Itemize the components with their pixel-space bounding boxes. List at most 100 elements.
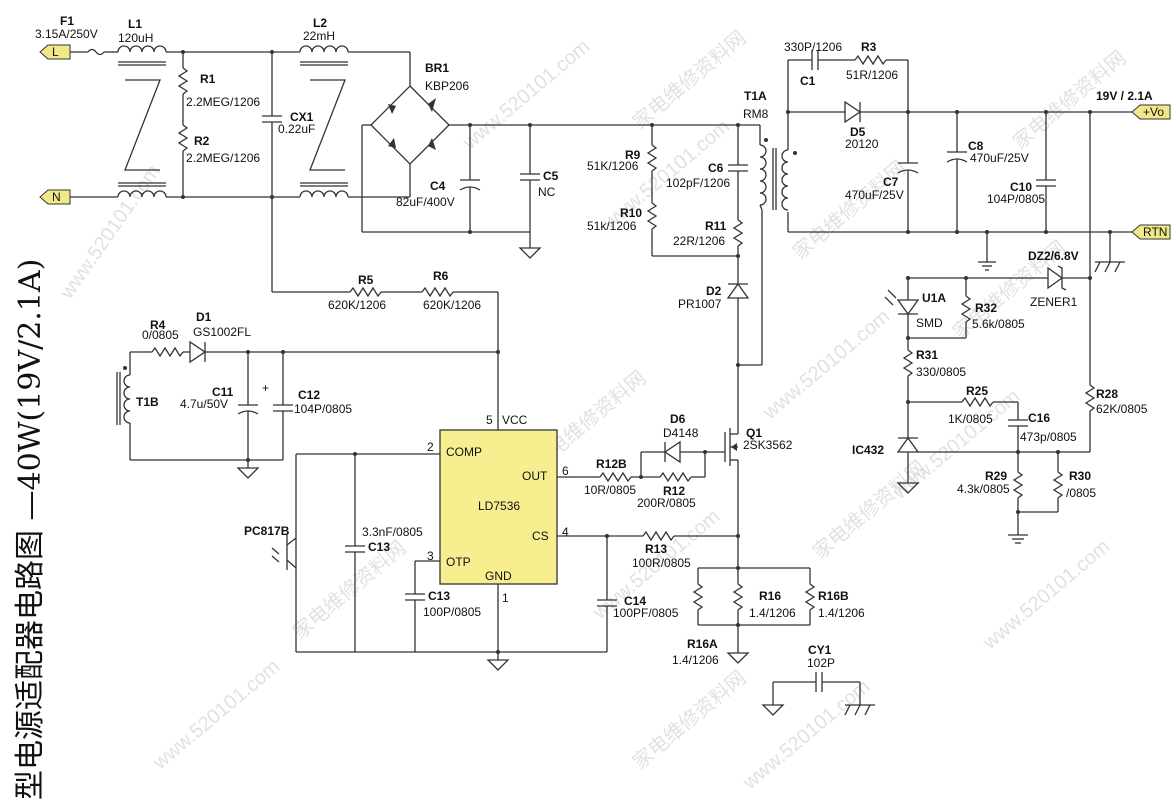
controller-section: LD7536 COMP OTP VCC OUT CS GND 2 3 5 6 4… <box>244 365 875 716</box>
resistor-r4 <box>151 346 184 358</box>
primary-snubber: R9 51K/1206 R10 51k/1206 C6 102pF/1206 R… <box>587 123 763 367</box>
d1-ref: D1 <box>196 310 212 324</box>
connector-vo-label: +Vo <box>1143 105 1164 119</box>
aux-section: T1B R4 0/0805 D1 GS1002FL + C11 4.7u/50V… <box>116 310 500 479</box>
r32-value: 5.6k/0805 <box>972 317 1025 331</box>
shunt-regulator-ic432 <box>896 436 920 453</box>
r1-value: 2.2MEG/1206 <box>186 95 260 109</box>
resistor-r12b <box>599 471 632 483</box>
d2-value: PR1007 <box>678 297 722 311</box>
ic-pin-2-num: 2 <box>427 440 434 454</box>
q1-ref: Q1 <box>746 426 762 440</box>
feedback-section: DZ2/6.8V ZENER1 U1A SMD R32 5.6k/0805 R3… <box>852 249 1148 544</box>
pc817b-ref: PC817B <box>244 524 290 538</box>
resistor-r32 <box>960 295 972 323</box>
diode-d5 <box>844 100 862 124</box>
u1a-value: SMD <box>916 316 943 330</box>
ic-pin-1-num: 1 <box>502 591 509 605</box>
r4-value: 0/0805 <box>142 328 179 342</box>
r4-ref: R4 <box>150 318 166 332</box>
r29-ref: R29 <box>985 469 1007 483</box>
connector-rtn[interactable] <box>1131 224 1171 240</box>
c13-ref: C13 <box>428 589 450 603</box>
c10-ref: C10 <box>1010 180 1032 194</box>
t1a-primary <box>759 144 767 206</box>
ic432-ref: IC432 <box>852 443 884 457</box>
ic-pin-out: OUT <box>522 469 548 483</box>
r31-value: 330/0805 <box>916 365 966 379</box>
c6-ref: C6 <box>708 161 724 175</box>
l2-ref: L2 <box>313 16 327 30</box>
resistor-r11 <box>732 219 744 247</box>
inductor-l2-top <box>299 45 349 53</box>
resistor-r16b <box>804 583 816 611</box>
side-title: 型电源适配器电路图 —40W(19V/2.1A) <box>13 259 48 800</box>
r11-ref: R11 <box>705 219 727 233</box>
r5-value: 620K/1206 <box>328 298 386 312</box>
resistor-r9 <box>646 144 658 172</box>
c1-value: 330P/1206 <box>784 40 842 54</box>
resistor-r3 <box>854 54 887 66</box>
resistor-r29 <box>1012 471 1024 499</box>
watermark-1: www.520101.com <box>458 35 594 154</box>
c4-value: 82uF/400V <box>396 195 455 209</box>
fuse-f1 <box>87 48 105 56</box>
c11-value: 4.7u/50V <box>180 397 228 411</box>
r13-ref: R13 <box>645 542 667 556</box>
r16a-value: 1.4/1206 <box>672 653 719 667</box>
common-mode-z-l2 <box>309 79 346 171</box>
resistor-r30 <box>1052 471 1064 499</box>
watermark-17: 家电维修资料网 <box>628 666 750 774</box>
resistor-r16 <box>732 583 744 611</box>
c6-value: 102pF/1206 <box>666 176 730 190</box>
diode-d1 <box>189 340 207 364</box>
resistor-r12 <box>659 471 692 483</box>
ic-pin-5-num: 5 <box>486 413 493 427</box>
watermark-10: 家电维修资料网 <box>628 26 750 134</box>
connector-n-label: N <box>52 190 61 204</box>
r10-value: 51k/1206 <box>587 219 637 233</box>
c16-value: 473p/0805 <box>1020 430 1077 444</box>
ic-pin-gnd: GND <box>485 569 512 583</box>
resistor-r2 <box>177 124 189 152</box>
r9-ref: R9 <box>625 148 641 162</box>
c8-ref: C8 <box>968 139 984 153</box>
transformer-t1b <box>123 374 131 424</box>
resistor-r1 <box>177 67 189 95</box>
c10-value: 104P/0805 <box>987 192 1045 206</box>
inductor-l1-top <box>117 45 167 53</box>
ic-pin-comp: COMP <box>446 445 482 459</box>
r16-value: 1.4/1206 <box>749 606 796 620</box>
r2-ref: R2 <box>194 134 210 148</box>
t1a-value: RM8 <box>743 107 769 121</box>
r1-ref: R1 <box>200 72 216 86</box>
connector-l-label: L <box>52 45 59 59</box>
r16a-ref: R16A <box>687 637 718 651</box>
r12b-ref: R12B <box>596 457 627 471</box>
r16-ref: R16 <box>759 589 781 603</box>
c16-ref: C16 <box>1028 411 1050 425</box>
c13b-ref: C13 <box>368 540 390 554</box>
inductor-l2-bottom <box>299 190 349 198</box>
c1-ref: C1 <box>800 74 816 88</box>
r11-value: 22R/1206 <box>673 234 725 248</box>
r6-value: 620K/1206 <box>423 298 481 312</box>
d5-ref: D5 <box>850 125 866 139</box>
connector-vo[interactable] <box>1131 104 1171 120</box>
svg-text:+: + <box>262 381 269 395</box>
r31-ref: R31 <box>916 348 938 362</box>
ic-pin-vcc: VCC <box>502 413 528 427</box>
c12-ref: C12 <box>298 388 320 402</box>
ic-name: LD7536 <box>478 499 520 513</box>
r16b-ref: R16B <box>818 589 849 603</box>
resistor-r5 <box>349 286 382 298</box>
input-section: L N F1 3.15A/250V L1 120uH R1 2.2 <box>35 14 760 420</box>
resistor-r25 <box>961 396 994 408</box>
dz2-ref: DZ2/6.8V <box>1028 249 1079 263</box>
c13b-value: 3.3nF/0805 <box>362 525 423 539</box>
r3-value: 51R/1206 <box>846 68 898 82</box>
r30-ref: R30 <box>1069 469 1091 483</box>
r28-value: 62K/0805 <box>1096 402 1148 416</box>
l1-ref: L1 <box>128 17 142 31</box>
c14-ref: C14 <box>624 594 646 608</box>
